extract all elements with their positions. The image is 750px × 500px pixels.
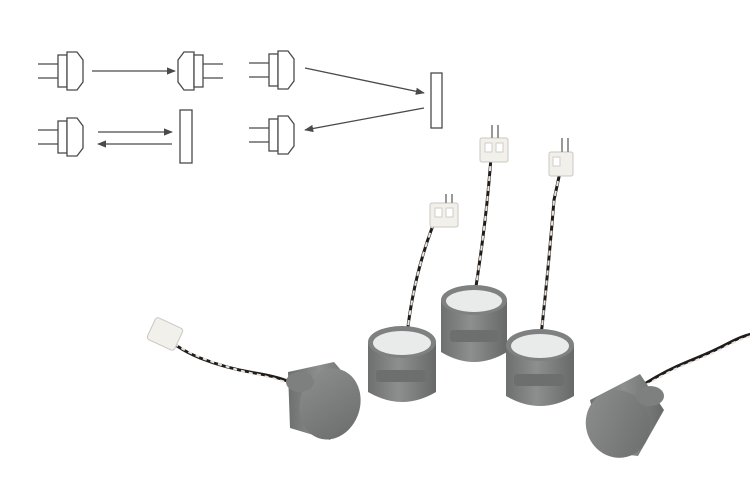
diagram-receiver-1 bbox=[177, 51, 223, 91]
sensor-upright-2 bbox=[441, 125, 509, 362]
connector-3 bbox=[548, 138, 574, 177]
diagram-arrow-3-back bbox=[304, 107, 425, 133]
sensor-upright-1 bbox=[368, 194, 459, 402]
diagram-transmitter-3 bbox=[249, 50, 295, 90]
diagram-transceiver-2 bbox=[38, 117, 84, 157]
sensor-lying-left bbox=[146, 317, 361, 440]
connector-2 bbox=[479, 125, 509, 163]
diagram-reflector-3 bbox=[430, 72, 443, 129]
sensor-photo bbox=[146, 125, 750, 458]
connector-1 bbox=[429, 194, 459, 228]
diagram-reflector-2 bbox=[179, 109, 193, 164]
transducer-diagram bbox=[38, 50, 443, 164]
sensor-upright-3 bbox=[506, 138, 574, 406]
diagram-transmitter-1 bbox=[38, 51, 84, 91]
sensor-lying-right bbox=[585, 332, 750, 458]
diagram-arrow-3-out bbox=[304, 67, 425, 95]
diagram-receiver-3 bbox=[249, 115, 295, 155]
